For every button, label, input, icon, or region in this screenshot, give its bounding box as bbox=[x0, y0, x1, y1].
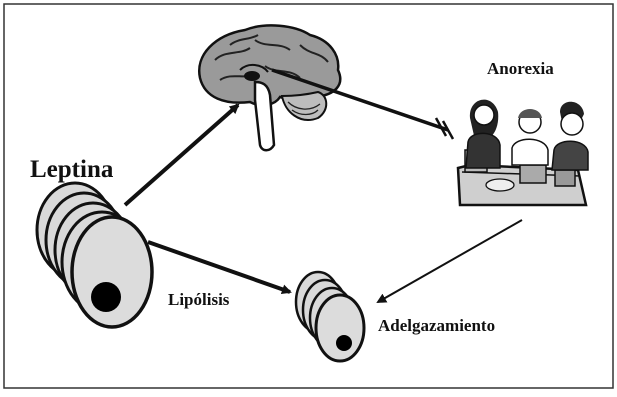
label-anorexia: Anorexia bbox=[487, 60, 554, 77]
arrow-anorexia-to-small-cells bbox=[378, 220, 522, 302]
arrow-leptina-to-brain bbox=[125, 105, 238, 205]
label-lipolisis: Lipólisis bbox=[168, 291, 229, 308]
arrow-leptina-to-small-cells bbox=[148, 242, 290, 292]
people-at-table-icon bbox=[458, 88, 588, 208]
nucleus-small bbox=[336, 335, 352, 351]
nucleus-large bbox=[91, 282, 121, 312]
fat-cells-large-icon bbox=[37, 183, 152, 327]
label-adelgazamiento: Adelgazamiento bbox=[378, 317, 495, 334]
label-leptina: Leptina bbox=[30, 157, 113, 182]
fat-cells-small-icon bbox=[296, 272, 364, 361]
